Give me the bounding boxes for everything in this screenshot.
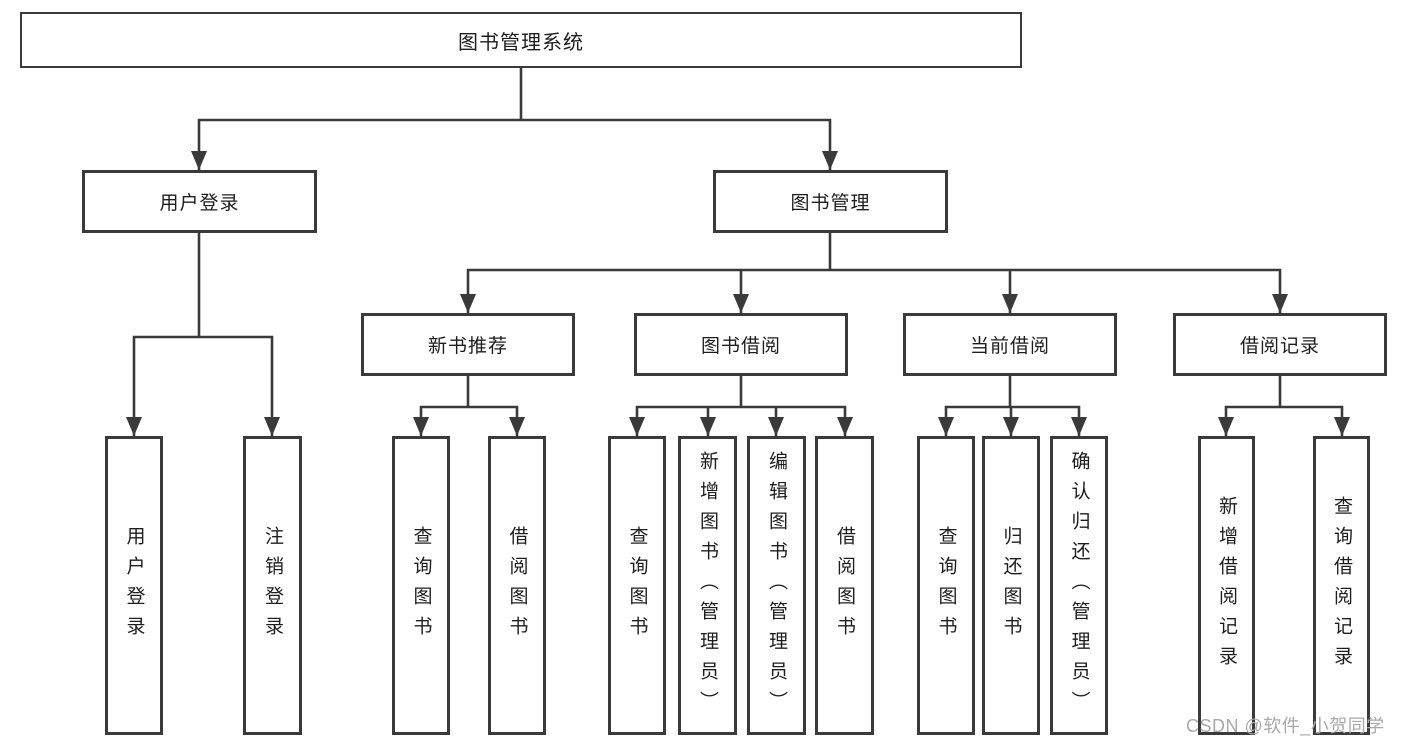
leaf-borrow-books-recommend: 借阅图书	[488, 436, 546, 735]
csdn-watermark: CSDN @软件_小贺同学	[1186, 716, 1385, 736]
arrowhead	[822, 151, 838, 170]
leaf-query-books-recommend: 查询图书	[392, 436, 450, 735]
leaf-borrow-books: 借阅图书	[815, 436, 874, 735]
leaf-confirm-return-admin: 确认归还（管理员）	[1050, 436, 1108, 735]
leaf-return-books: 归还图书	[982, 436, 1040, 735]
arrowhead	[768, 417, 784, 436]
arrowhead	[1003, 417, 1019, 436]
arrowhead	[1218, 417, 1234, 436]
leaf-query-books-borrow: 查询图书	[608, 436, 666, 735]
leaf-logout: 注销登录	[243, 436, 302, 735]
arrowhead	[413, 417, 429, 436]
leaf-query-books-current: 查询图书	[917, 436, 975, 735]
leaf-edit-book-admin: 编辑图书（管理员）	[747, 436, 806, 735]
arrowhead	[191, 151, 207, 170]
node-new-book-recommendation: 新书推荐	[361, 313, 575, 376]
arrowhead	[1272, 294, 1288, 313]
node-borrowing-records: 借阅记录	[1173, 313, 1387, 376]
leaf-add-book-admin: 新增图书（管理员）	[678, 436, 737, 735]
leaf-query-borrow-record: 查询借阅记录	[1313, 436, 1370, 735]
arrowhead	[938, 417, 954, 436]
arrowhead	[629, 417, 645, 436]
arrowhead	[733, 294, 749, 313]
node-book-management: 图书管理	[713, 170, 948, 233]
arrowhead	[460, 294, 476, 313]
arrowhead	[126, 417, 142, 436]
arrowhead	[509, 417, 525, 436]
arrowhead	[1002, 294, 1018, 313]
node-user-login: 用户登录	[82, 170, 317, 233]
leaf-add-borrow-record: 新增借阅记录	[1198, 436, 1255, 735]
node-current-borrowing: 当前借阅	[903, 313, 1117, 376]
arrowhead	[700, 417, 716, 436]
arrowhead	[837, 417, 853, 436]
arrowhead	[264, 417, 280, 436]
node-book-borrowing: 图书借阅	[634, 313, 848, 376]
leaf-user-login: 用户登录	[105, 436, 163, 735]
arrowhead	[1071, 417, 1087, 436]
arrowhead	[1334, 417, 1350, 436]
node-system-root: 图书管理系统	[20, 12, 1022, 68]
